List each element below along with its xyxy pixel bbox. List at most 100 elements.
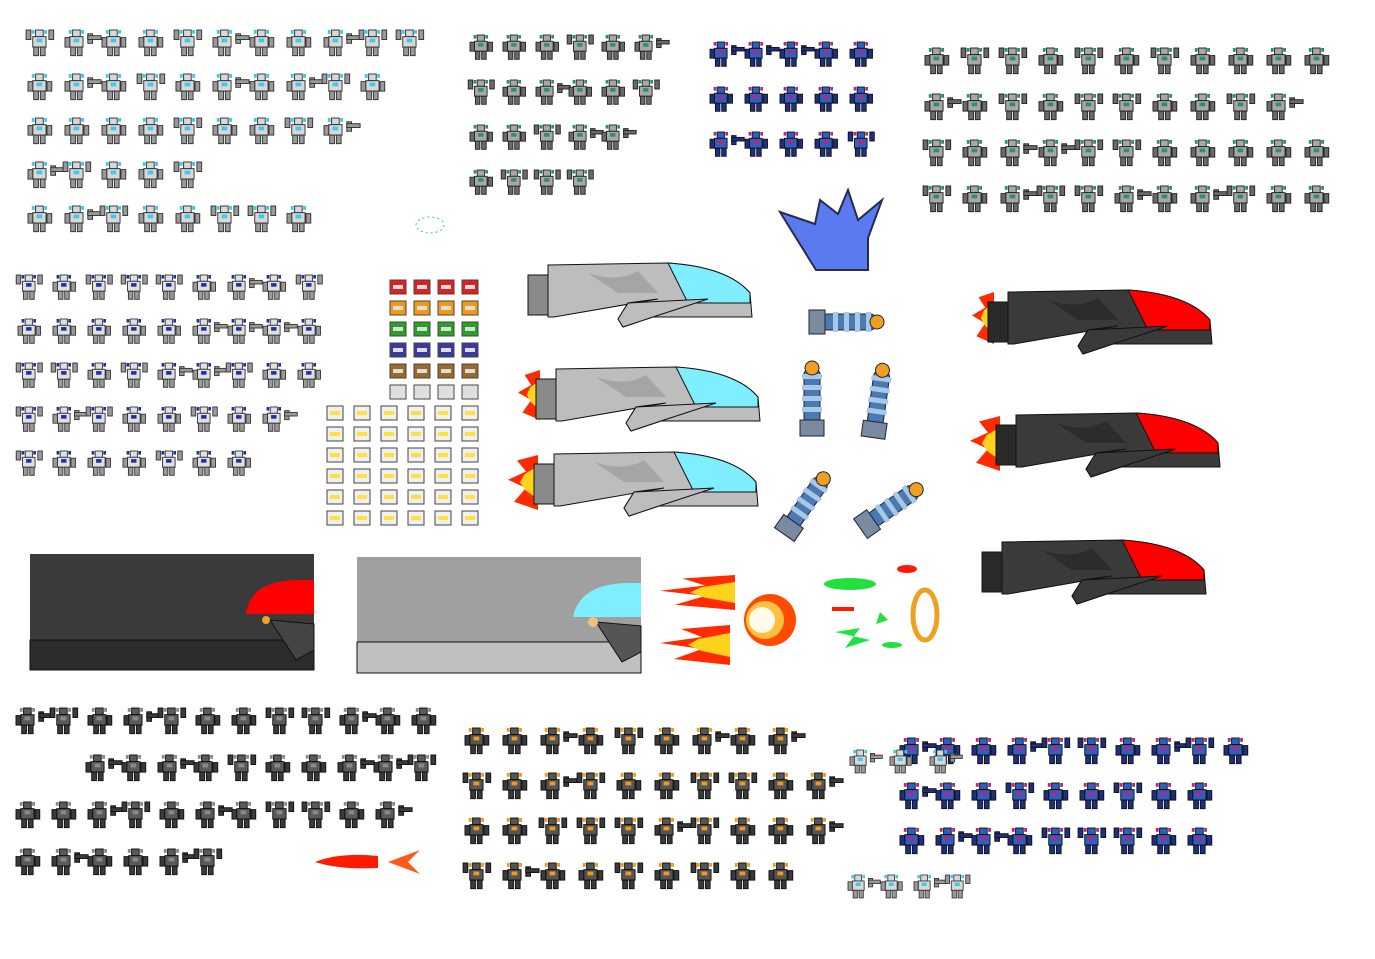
robot-sprite (87, 707, 113, 735)
robot-sprite (1266, 93, 1304, 121)
robot-sprite (568, 124, 604, 150)
robot-sprite (25, 29, 55, 57)
robot-sprite (1112, 93, 1142, 121)
robot-sprite (814, 131, 838, 157)
robot-sprite (533, 169, 561, 195)
robot-sprite (227, 318, 263, 344)
robot-sprite (231, 707, 257, 735)
robot-sprite (173, 29, 203, 57)
robot-sprite (913, 874, 947, 899)
robot-sprite (1304, 47, 1330, 75)
robot-sprite (27, 161, 65, 189)
robot-sprite (50, 362, 78, 388)
robot-sprite (1266, 139, 1292, 167)
robot-sprite (1005, 782, 1035, 810)
robot-sprite (601, 124, 637, 150)
robot-sprite (87, 362, 111, 388)
robot-sprite (462, 772, 492, 800)
robot-sprite (847, 874, 881, 899)
cannon-part (860, 362, 892, 440)
robot-sprite (568, 79, 592, 105)
robot-sprite (157, 362, 193, 388)
robot-sprite (614, 817, 644, 845)
robot-sprite (576, 817, 606, 845)
robot-sprite (1038, 93, 1064, 121)
robot-sprite (924, 93, 962, 121)
robot-sprite (227, 754, 257, 782)
robot-sprite (690, 817, 720, 845)
robot-sprite (744, 41, 780, 67)
robot-sprite (1266, 185, 1292, 213)
robot-sprite (1151, 782, 1177, 810)
canopy (1127, 289, 1211, 331)
robot-sprite (502, 772, 528, 800)
robot-sprite (159, 801, 185, 829)
robot-sprite (1190, 139, 1216, 167)
robot-sprite (15, 801, 41, 829)
robot-sprite (960, 47, 990, 75)
robot-sprite (358, 29, 388, 57)
robot-sprite (173, 161, 203, 189)
canopy (1135, 412, 1219, 454)
robot-sprite (728, 772, 758, 800)
robot-sprite (464, 817, 490, 845)
robot-sprite (360, 73, 386, 101)
robot-sprite (998, 47, 1028, 75)
robot-sprite (1038, 139, 1076, 167)
robot-sprite (373, 754, 411, 782)
robot-sprite (744, 131, 768, 157)
canopy (667, 262, 751, 304)
robot-sprite (849, 86, 873, 112)
robot-sprite (155, 450, 183, 476)
robot-sprite (962, 185, 988, 213)
robot-sprite (849, 41, 873, 67)
robot-sprite (538, 817, 568, 845)
robot-sprite (502, 124, 526, 150)
robot-sprite (935, 782, 961, 810)
robot-sprite (339, 801, 365, 829)
robot-sprite (249, 117, 275, 145)
robot-sprite (962, 93, 988, 121)
robot-sprite (159, 848, 197, 876)
robot-sprite (654, 817, 692, 845)
robot-sprite (1152, 93, 1178, 121)
cannon-part (808, 309, 885, 335)
robot-sprite (1226, 185, 1256, 213)
robot-sprite (601, 34, 625, 60)
robot-sprite (730, 862, 756, 890)
robot-sprite (1077, 737, 1107, 765)
robot-sprite (1304, 139, 1330, 167)
robot-sprite (49, 707, 79, 735)
robot-sprite (709, 131, 745, 157)
robot-sprite (190, 406, 218, 432)
robot-sprite (87, 801, 125, 829)
robot-sprite (962, 139, 988, 167)
robot-sprite (210, 205, 240, 233)
robot-sprite (730, 817, 756, 845)
robot-sprite (601, 79, 625, 105)
robot-sprite (1114, 185, 1152, 213)
robot-sprite (1223, 737, 1249, 765)
robot-sprite (15, 274, 43, 300)
robot-sprite (64, 29, 102, 57)
robot-sprite (1112, 139, 1142, 167)
robot-sprite (212, 117, 238, 145)
robot-sprite (469, 34, 493, 60)
robot-sprite (175, 205, 201, 233)
robot-sprite (971, 737, 997, 765)
robot-sprite (262, 274, 286, 300)
robot-sprite (192, 362, 228, 388)
cannon-part (773, 471, 831, 543)
robot-sprite (1007, 827, 1033, 855)
robot-sprite (262, 406, 298, 432)
robot-sprite (62, 161, 92, 189)
robot-sprite (17, 318, 41, 344)
robot-sprite (138, 117, 164, 145)
robot-sprite (323, 29, 361, 57)
robot-sprite (195, 801, 233, 829)
green-sparks (415, 216, 445, 234)
robot-sprite (155, 274, 183, 300)
robot-sprite (899, 782, 937, 810)
robot-sprite (566, 34, 594, 60)
